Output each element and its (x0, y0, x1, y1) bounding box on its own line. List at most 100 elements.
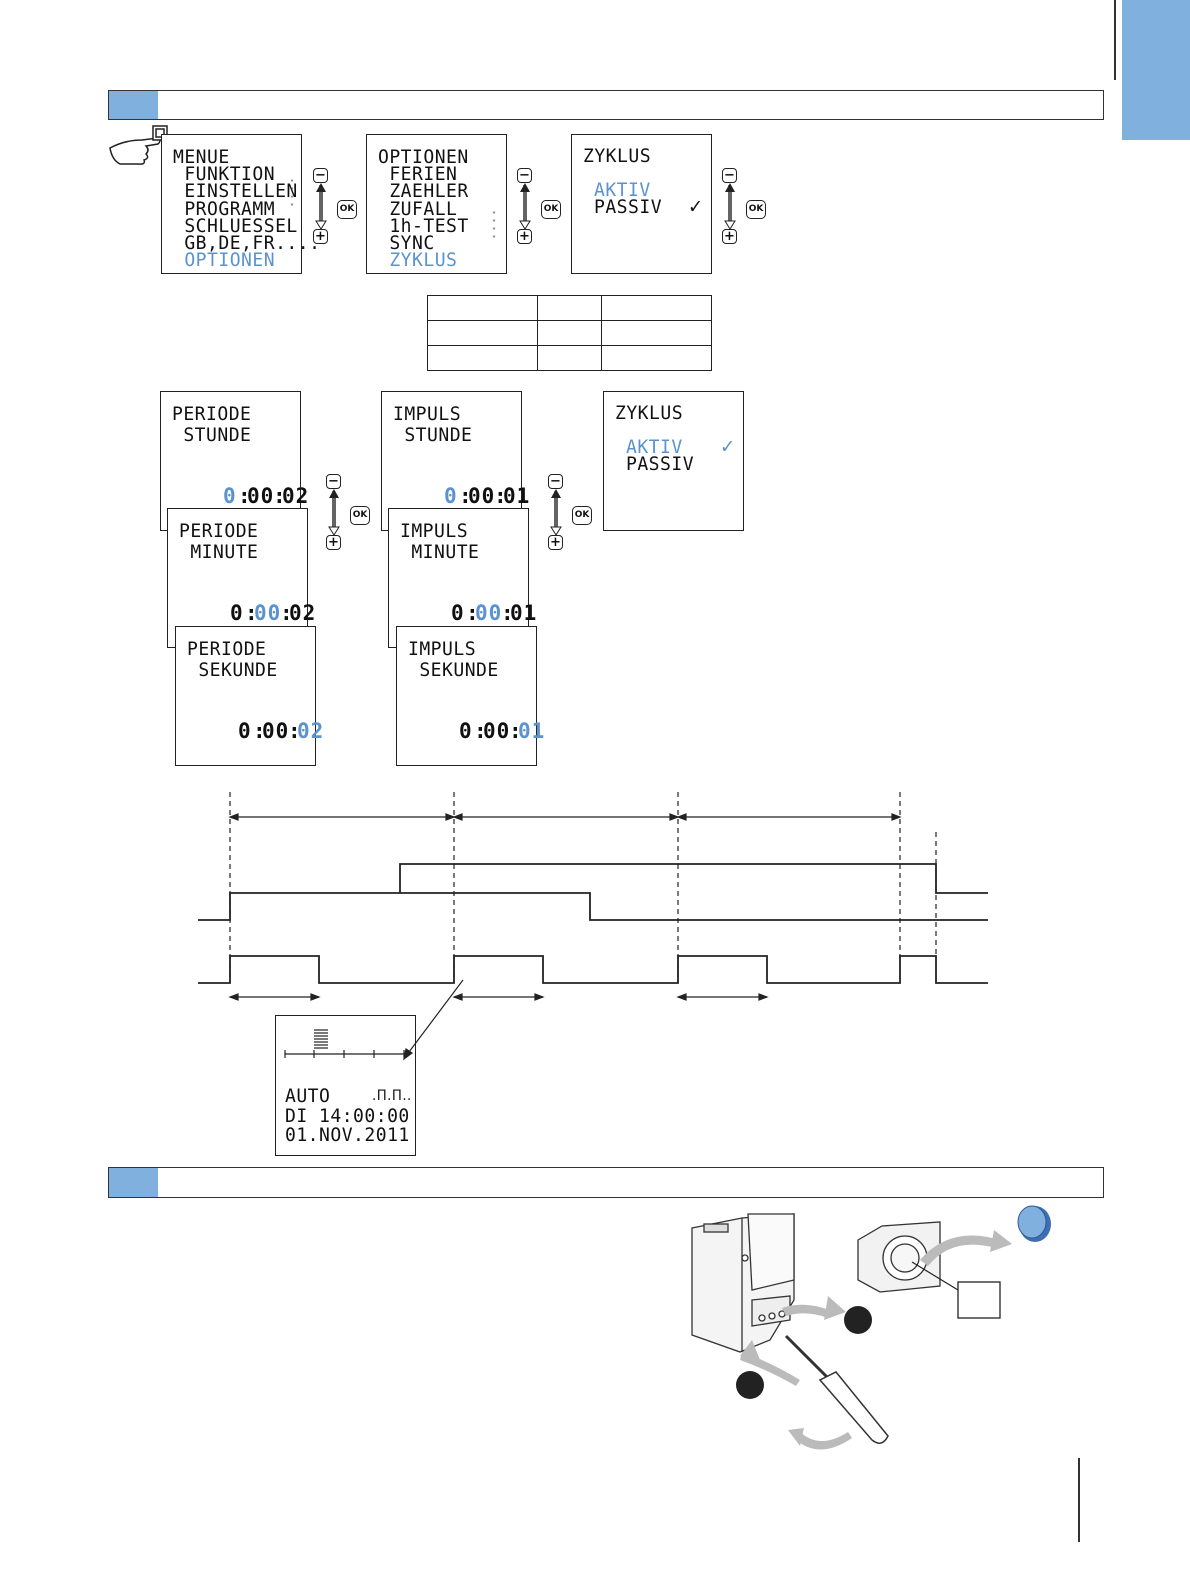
screen-title: IMPULS (393, 403, 462, 425)
time-minutes: 00 (262, 719, 290, 743)
status-screen: AUTO .Π.Π.. DI 14:00:00 01.NOV.2011 (275, 1015, 416, 1156)
time-separator: : (509, 719, 523, 743)
time-separator: : (501, 601, 515, 625)
ok-button[interactable]: OK (746, 200, 766, 219)
ok-button[interactable]: OK (350, 506, 370, 525)
ok-button[interactable]: OK (337, 200, 357, 219)
screen-title: PERIODE (179, 520, 259, 542)
time-separator: : (273, 484, 287, 508)
time-seconds: 02 (282, 484, 310, 508)
corner-tab-line (1114, 0, 1116, 80)
ok-button[interactable]: OK (541, 200, 561, 219)
scroll-arrows: ˅˅˅˅ (492, 211, 496, 244)
screen-subtitle: SEKUNDE (187, 659, 278, 681)
time-hours: 0 (451, 601, 465, 625)
time-hours: 0 (238, 719, 252, 743)
plus-button[interactable]: + (313, 229, 328, 244)
status-date: 01.NOV.2011 (285, 1124, 410, 1146)
menu-item: FERIEN (378, 163, 458, 186)
menu-item: EINSTELLEN (173, 180, 298, 203)
zyklus-active-option: AKTIV (626, 436, 683, 458)
screen-subtitle: MINUTE (400, 541, 480, 563)
pulse-icon: .Π.Π.. (372, 1088, 412, 1104)
zyklus-screen-2: ZYKLUS AKTIV PASSIV ✓ (603, 391, 744, 531)
plus-button[interactable]: + (326, 535, 341, 550)
section-header-bar-2 (108, 1167, 1104, 1198)
time-separator: : (238, 484, 252, 508)
time-minutes: 00 (247, 484, 275, 508)
time-minutes: 00 (254, 601, 282, 625)
menu-item: GB,DE,FR.... (173, 232, 321, 254)
time-seconds: 02 (297, 719, 325, 743)
screen-title: OPTIONEN (378, 146, 469, 168)
menu-item: SCHLUESSEL (173, 214, 298, 237)
status-mode: AUTO (285, 1085, 331, 1107)
minus-button[interactable]: − (517, 168, 532, 183)
time-separator: : (288, 719, 302, 743)
time-seconds: 02 (289, 601, 317, 625)
battery-icon (1017, 1205, 1051, 1242)
menu-item: FUNKTION (173, 163, 276, 186)
status-time: DI 14:00:00 (285, 1105, 410, 1127)
up-down-arrow-icon (550, 489, 562, 536)
time-separator: : (474, 719, 488, 743)
screen-subtitle: MINUTE (179, 541, 259, 563)
time-seconds: 01 (518, 719, 546, 743)
plus-button[interactable]: + (722, 229, 737, 244)
zyklus-title: ZYKLUS (583, 145, 652, 167)
time-separator: : (466, 601, 480, 625)
zyklus-active-option: AKTIV (594, 179, 651, 201)
time-minutes: 00 (468, 484, 496, 508)
time-seconds: 01 (510, 601, 538, 625)
menu-item: SYNC (378, 232, 435, 254)
screen-title: PERIODE (172, 403, 252, 425)
zyklus-title: ZYKLUS (615, 402, 684, 424)
section-header-tab (109, 1168, 158, 1197)
zyklus-passive-option: PASSIV (594, 196, 663, 218)
menu-item: OPTIONEN (173, 249, 276, 272)
up-down-arrow-icon (519, 183, 531, 230)
zyklus-passive-option: PASSIV (626, 453, 695, 475)
time-minutes: 00 (475, 601, 503, 625)
menu-item: 1h-TEST (378, 214, 469, 237)
up-down-arrow-icon (724, 183, 736, 230)
minus-button[interactable]: − (326, 474, 341, 489)
menu-item: ZUFALL (378, 197, 458, 220)
step-marker-icon (844, 1306, 872, 1334)
scroll-arrows: ˄˅˄˅ (290, 179, 294, 212)
time-hours: 0 (444, 484, 458, 508)
screen-title: MENUE (173, 146, 230, 168)
time-hours: 0 (459, 719, 473, 743)
section-header-tab (109, 91, 158, 119)
time-separator: : (253, 719, 267, 743)
ok-button[interactable]: OK (572, 506, 592, 525)
time-hours: 0 (223, 484, 237, 508)
section-header-bar-1 (108, 90, 1104, 120)
corner-tab (1122, 0, 1190, 140)
time-separator: : (280, 601, 294, 625)
screen-subtitle: SEKUNDE (408, 659, 499, 681)
screen-title: IMPULS (408, 638, 477, 660)
menu-item: ZAEHLER (378, 180, 469, 203)
minus-button[interactable]: − (548, 474, 563, 489)
time-separator: : (494, 484, 508, 508)
screen-title: IMPULS (400, 520, 469, 542)
screen-subtitle: STUNDE (172, 424, 252, 446)
minus-button[interactable]: − (313, 168, 328, 183)
check-icon: ✓ (720, 436, 736, 458)
label-box (957, 1281, 1001, 1319)
time-separator: : (459, 484, 473, 508)
step-marker-icon (736, 1371, 764, 1399)
device-battery-illustration (691, 1213, 941, 1444)
minus-button[interactable]: − (722, 168, 737, 183)
plus-button[interactable]: + (517, 229, 532, 244)
menu-screen: MENUE FUNKTION EINSTELLEN PROGRAMM SCHLU… (161, 134, 320, 274)
plus-button[interactable]: + (548, 535, 563, 550)
up-down-arrow-icon (315, 183, 327, 230)
timeline-bar-icon (284, 1029, 406, 1058)
